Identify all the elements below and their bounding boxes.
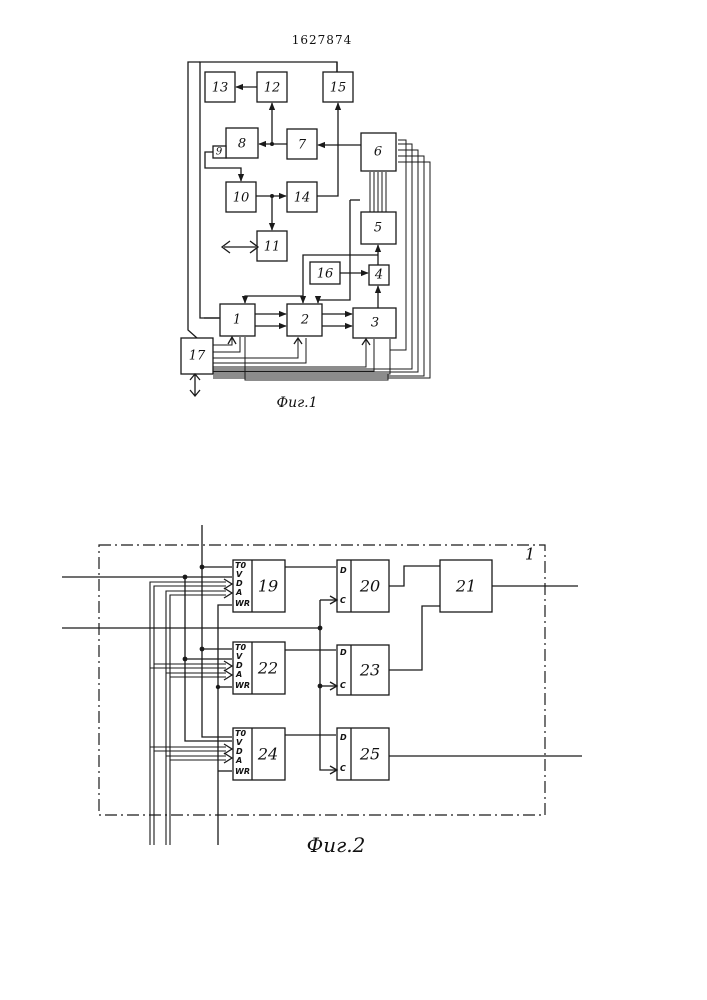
svg-text:1: 1 [233, 313, 241, 328]
svg-text:D: D [340, 566, 347, 575]
block-2: 2 [287, 304, 322, 336]
block-7: 7 [287, 129, 317, 159]
block-9: 9 [213, 146, 226, 158]
svg-text:15: 15 [330, 81, 347, 96]
block-1: 1 [220, 304, 255, 336]
frame-label: 1 [525, 545, 535, 564]
svg-text:19: 19 [258, 577, 278, 596]
block-6: 6 [361, 133, 396, 171]
svg-text:V: V [236, 570, 243, 579]
svg-text:5: 5 [374, 221, 382, 236]
figure-2-caption: Фиг.2 [307, 833, 366, 857]
svg-text:A: A [235, 670, 242, 679]
svg-text:WR: WR [235, 767, 250, 776]
svg-text:6: 6 [374, 145, 382, 160]
svg-text:C: C [340, 764, 346, 773]
block-22: 22 T0 V D A WR [233, 642, 285, 694]
block-16: 16 [310, 262, 340, 284]
block-15: 15 [323, 72, 353, 102]
svg-text:A: A [235, 756, 242, 765]
svg-text:20: 20 [359, 577, 380, 596]
svg-text:3: 3 [371, 316, 379, 331]
block-14: 14 [287, 182, 317, 212]
svg-text:24: 24 [257, 745, 278, 764]
svg-text:17: 17 [189, 349, 206, 364]
block-20: 20 D C [337, 560, 389, 612]
block-10: 10 [226, 182, 256, 212]
block-21: 21 [440, 560, 492, 612]
svg-text:21: 21 [455, 577, 476, 596]
block-23: 23 D C [337, 645, 389, 695]
figure-2: 1 19 T0 V D A WR 22 T0 V D A WR 24 [62, 525, 582, 857]
patent-number: 1627874 [292, 33, 352, 47]
block-5: 5 [361, 212, 396, 244]
svg-text:16: 16 [317, 267, 334, 282]
svg-text:WR: WR [235, 681, 250, 690]
svg-text:13: 13 [212, 81, 229, 96]
svg-text:7: 7 [298, 138, 307, 153]
fig2-connections [62, 525, 582, 845]
svg-text:12: 12 [264, 81, 281, 96]
svg-text:T0: T0 [235, 643, 246, 652]
svg-text:T0: T0 [235, 561, 246, 570]
svg-text:22: 22 [257, 659, 278, 678]
svg-text:V: V [236, 652, 243, 661]
block-19: 19 T0 V D A WR [233, 560, 285, 612]
svg-text:D: D [340, 648, 347, 657]
svg-text:2: 2 [300, 313, 309, 328]
svg-text:8: 8 [238, 137, 246, 152]
svg-text:C: C [340, 596, 346, 605]
svg-text:11: 11 [264, 240, 281, 255]
block-17: 17 [181, 338, 213, 374]
block-3: 3 [353, 308, 396, 338]
block-11: 11 [257, 231, 287, 261]
svg-text:14: 14 [294, 191, 311, 206]
svg-text:D: D [236, 661, 243, 670]
block-13: 13 [205, 72, 235, 102]
svg-text:C: C [340, 681, 346, 690]
svg-text:23: 23 [359, 661, 380, 680]
svg-text:25: 25 [359, 745, 380, 764]
svg-text:A: A [235, 588, 242, 597]
svg-text:9: 9 [216, 147, 223, 158]
block-8: 8 [226, 128, 258, 158]
svg-text:V: V [236, 738, 243, 747]
block-24: 24 T0 V D A WR [233, 728, 285, 780]
svg-text:D: D [236, 747, 243, 756]
svg-text:4: 4 [374, 268, 383, 283]
block-25: 25 D C [337, 728, 389, 780]
svg-text:D: D [236, 579, 243, 588]
block-4: 4 [369, 265, 389, 285]
svg-text:D: D [340, 733, 347, 742]
svg-text:10: 10 [233, 191, 250, 206]
figure-1-caption: Фиг.1 [276, 395, 317, 411]
svg-text:T0: T0 [235, 729, 246, 738]
figure-1: 13 12 15 8 9 7 6 10 14 5 11 16 4 1 2 3 1… [181, 62, 430, 411]
svg-text:WR: WR [235, 599, 250, 608]
block-12: 12 [257, 72, 287, 102]
